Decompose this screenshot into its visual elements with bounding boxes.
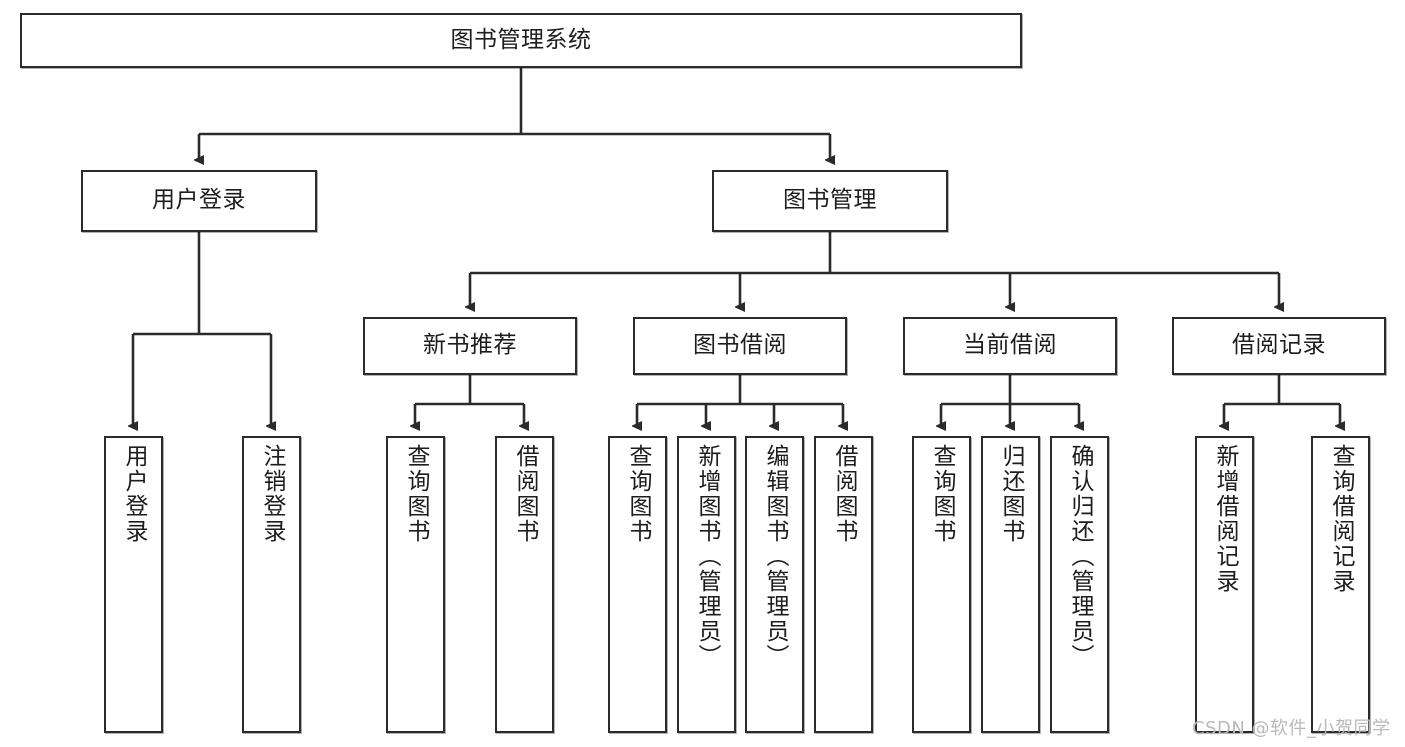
node-label: 当前借阅 bbox=[963, 332, 1057, 359]
node-label: 查询借阅记录 bbox=[1328, 444, 1354, 594]
node-label: 借阅图书 bbox=[831, 444, 857, 544]
node-label: 新书推荐 bbox=[423, 332, 517, 359]
node-label: 查询图书 bbox=[929, 444, 955, 544]
csdn-watermark: CSDN @软件_小贺同学 bbox=[1192, 718, 1391, 739]
node-label: 归还图书 bbox=[998, 444, 1024, 544]
node-label: 确认归还（管理员） bbox=[1067, 444, 1093, 669]
node-borrowing-record[interactable]: 借阅记录 bbox=[1172, 317, 1386, 375]
node-label: 图书借阅 bbox=[693, 332, 787, 359]
node-label: 用户登录 bbox=[121, 444, 147, 544]
node-label: 图书管理 bbox=[783, 187, 877, 214]
node-label: 新增借阅记录 bbox=[1212, 444, 1238, 594]
node-leaf-query-book-current[interactable]: 查询图书 bbox=[912, 436, 971, 733]
node-leaf-add-borrow-record[interactable]: 新增借阅记录 bbox=[1195, 436, 1254, 733]
node-book-borrowing[interactable]: 图书借阅 bbox=[633, 317, 847, 375]
node-leaf-borrow-book[interactable]: 借阅图书 bbox=[814, 436, 873, 733]
node-leaf-query-book-recommend[interactable]: 查询图书 bbox=[386, 436, 445, 733]
node-leaf-edit-book-admin[interactable]: 编辑图书（管理员） bbox=[745, 436, 804, 733]
node-label: 借阅记录 bbox=[1232, 332, 1326, 359]
node-user-login[interactable]: 用户登录 bbox=[81, 170, 317, 232]
node-label: 新增图书（管理员） bbox=[694, 444, 720, 669]
node-label: 图书管理系统 bbox=[450, 26, 592, 53]
node-label: 注销登录 bbox=[259, 444, 285, 544]
node-leaf-return-book[interactable]: 归还图书 bbox=[981, 436, 1040, 733]
node-leaf-confirm-return-admin[interactable]: 确认归还（管理员） bbox=[1050, 436, 1109, 733]
node-root-book-management-system[interactable]: 图书管理系统 bbox=[20, 13, 1022, 68]
node-label: 编辑图书（管理员） bbox=[762, 444, 788, 669]
node-leaf-borrow-book-recommend[interactable]: 借阅图书 bbox=[495, 436, 554, 733]
node-leaf-user-login[interactable]: 用户登录 bbox=[104, 436, 163, 733]
node-new-book-recommendation[interactable]: 新书推荐 bbox=[363, 317, 577, 375]
node-leaf-query-borrow-record[interactable]: 查询借阅记录 bbox=[1311, 436, 1370, 733]
node-leaf-add-book-admin[interactable]: 新增图书（管理员） bbox=[677, 436, 736, 733]
node-label: 用户登录 bbox=[152, 187, 246, 214]
node-leaf-logout[interactable]: 注销登录 bbox=[242, 436, 301, 733]
node-current-borrowing[interactable]: 当前借阅 bbox=[903, 317, 1117, 375]
node-label: 查询图书 bbox=[625, 444, 651, 544]
node-leaf-query-book-borrow[interactable]: 查询图书 bbox=[608, 436, 667, 733]
node-label: 借阅图书 bbox=[512, 444, 538, 544]
node-label: 查询图书 bbox=[403, 444, 429, 544]
node-book-management[interactable]: 图书管理 bbox=[712, 170, 948, 232]
